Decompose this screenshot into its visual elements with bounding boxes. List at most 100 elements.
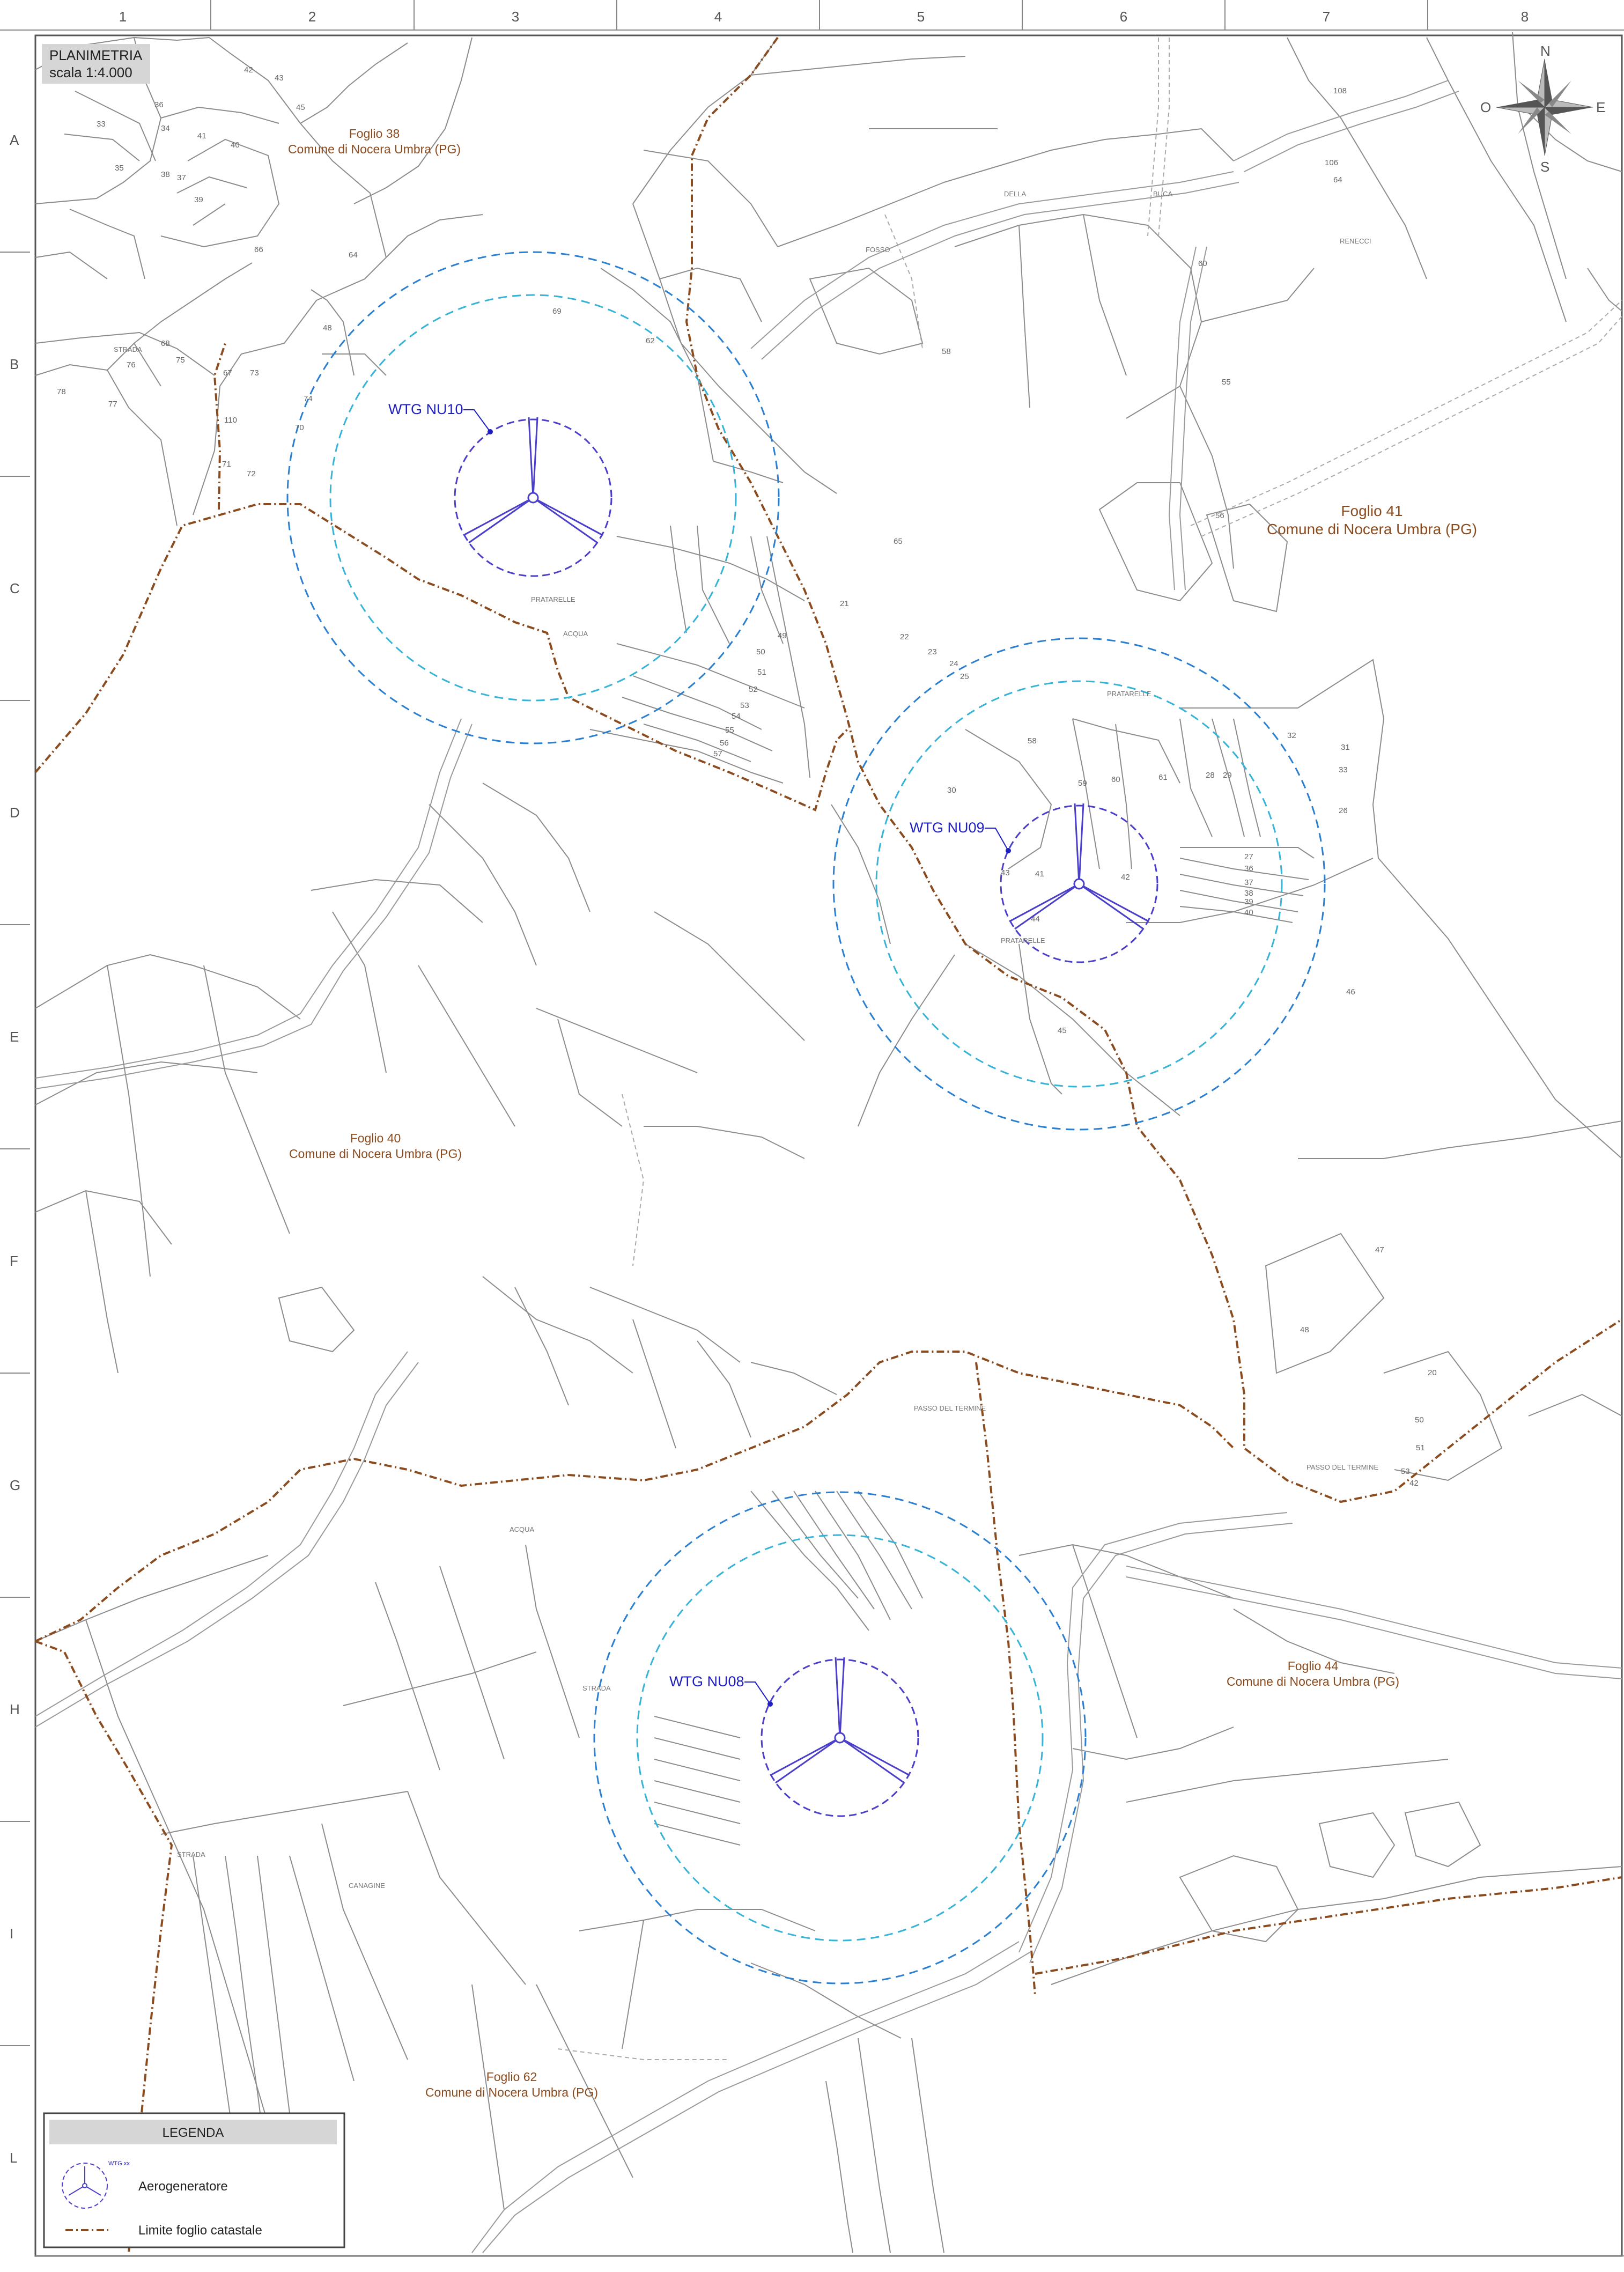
parcel-number: 42 [244, 65, 253, 75]
grid-row-ticks [0, 252, 30, 2046]
parcel-number: 22 [900, 632, 909, 641]
north-arrow-icon: N S E O [1480, 43, 1605, 175]
grid-col-8: 8 [1521, 9, 1529, 25]
wind-turbine-icon [463, 417, 603, 544]
parcel-number: 66 [254, 245, 263, 254]
grid-row-C: C [10, 580, 20, 596]
turbine-label: WTG NU09 [910, 820, 985, 836]
parcel-number: 77 [108, 400, 117, 409]
parcel-number: 110 [224, 416, 237, 425]
grid-row-G: G [10, 1477, 20, 1493]
legend-item-aerogeneratore: Aerogeneratore [138, 2179, 228, 2194]
place-name: FOSSO [866, 246, 890, 254]
parcel-number: 38 [161, 170, 170, 179]
parcel-number: 78 [57, 387, 66, 396]
parcel-number: 43 [1001, 868, 1010, 877]
parcel-number: 76 [127, 360, 136, 370]
foglio-comune: Comune di Nocera Umbra (PG) [288, 142, 461, 156]
legend: LEGENDA WTG xx Aerogeneratore Limite fog… [43, 2112, 345, 2248]
grid-row-H: H [10, 1701, 20, 1717]
compass-e: E [1596, 99, 1605, 115]
parcel-number: 72 [247, 469, 256, 478]
grid-row-B: B [10, 356, 19, 372]
foglio-name: Foglio 62 [486, 2070, 537, 2084]
foglio-comune: Comune di Nocera Umbra (PG) [1267, 521, 1477, 537]
title-line-1: PLANIMETRIA [49, 47, 143, 63]
place-name: ACQUA [510, 1525, 535, 1533]
tracks [557, 38, 1622, 2060]
place-name: ACQUA [563, 630, 588, 638]
parcel-number: 50 [756, 647, 765, 656]
parcel-number: 42 [1409, 1479, 1419, 1488]
grid-col-7: 7 [1323, 9, 1330, 25]
parcel-number: 39 [1244, 897, 1253, 906]
place-name: PASSO DEL TERMINE [914, 1404, 986, 1412]
rotor-circle [761, 1658, 919, 1817]
parcel-number: 59 [1078, 779, 1087, 788]
parcel-number: 40 [1244, 908, 1253, 917]
place-name: PRATARELLE [531, 595, 575, 603]
turbine-1: WTG NU10 [286, 251, 780, 744]
parcel-number: 57 [713, 749, 722, 758]
title-box: PLANIMETRIA scala 1:4.000 [42, 44, 150, 84]
foglio-name: Foglio 44 [1288, 1659, 1339, 1673]
compass-o: O [1480, 99, 1491, 115]
parcel-number: 45 [296, 103, 305, 112]
parcel-number: 38 [1244, 889, 1253, 898]
foglio-name: Foglio 40 [350, 1131, 401, 1145]
parcel-number: 64 [1333, 175, 1342, 185]
grid-column-ticks [210, 0, 1428, 30]
grid-row-F: F [10, 1253, 18, 1269]
parcel-number: 49 [778, 631, 787, 640]
parcel-number: 36 [154, 100, 164, 109]
place-name: PASSO DEL TERMINE [1306, 1463, 1378, 1471]
parcel-number: 74 [304, 394, 313, 403]
buffer-outer [593, 1491, 1087, 1985]
parcel-number: 44 [1031, 914, 1040, 924]
parcel-number: 64 [349, 250, 358, 260]
buffer-inner [875, 680, 1283, 1088]
turbine-2: WTG NU09 [832, 637, 1326, 1131]
turbine-label: WTG NU10 [388, 401, 463, 417]
parcel-number: 48 [323, 323, 332, 333]
parcel-number: 41 [197, 131, 206, 141]
place-name: STRADA [177, 1850, 205, 1858]
turbine-3: WTG NU08 [593, 1491, 1087, 1985]
place-name: STRADA [582, 1684, 611, 1692]
buffer-outer [286, 251, 780, 744]
place-name: RENECCI [1340, 237, 1371, 245]
parcel-number: 58 [1028, 736, 1037, 746]
grid-row-A: A [10, 132, 19, 148]
parcel-number: 36 [1244, 864, 1253, 873]
parcel-number: 29 [1223, 771, 1232, 780]
place-name: PRATARELLE [1107, 690, 1151, 698]
parcel-number: 47 [1375, 1245, 1384, 1255]
wind-turbine-icon [770, 1657, 910, 1784]
grid-col-1: 1 [119, 9, 127, 25]
parcel-number: 53 [740, 701, 749, 710]
parcel-number: 55 [725, 726, 734, 735]
parcel-number: 56 [720, 739, 729, 748]
parcel-number: 33 [97, 120, 106, 129]
parcel-number: 106 [1325, 158, 1338, 167]
place-name: PRATARELLE [1001, 936, 1045, 945]
parcel-number: 73 [250, 368, 259, 378]
parcel-number: 60 [1198, 259, 1207, 268]
parcel-number: 62 [646, 336, 655, 345]
grid-row-D: D [10, 805, 20, 821]
turbine-label: WTG NU08 [669, 1673, 744, 1690]
parcel-number: 31 [1341, 743, 1350, 752]
parcel-number: 23 [928, 647, 937, 656]
parcel-number: 65 [894, 537, 903, 546]
parcel-lines [35, 32, 1622, 2253]
parcel-number: 67 [223, 368, 232, 378]
parcel-number: 24 [949, 659, 958, 668]
parcel-number: 75 [176, 356, 185, 365]
legend-title: LEGENDA [163, 2126, 224, 2140]
foglio-comune: Comune di Nocera Umbra (PG) [1227, 1675, 1399, 1688]
foglio-comune: Comune di Nocera Umbra (PG) [289, 1147, 462, 1161]
parcel-number: 35 [115, 164, 124, 173]
